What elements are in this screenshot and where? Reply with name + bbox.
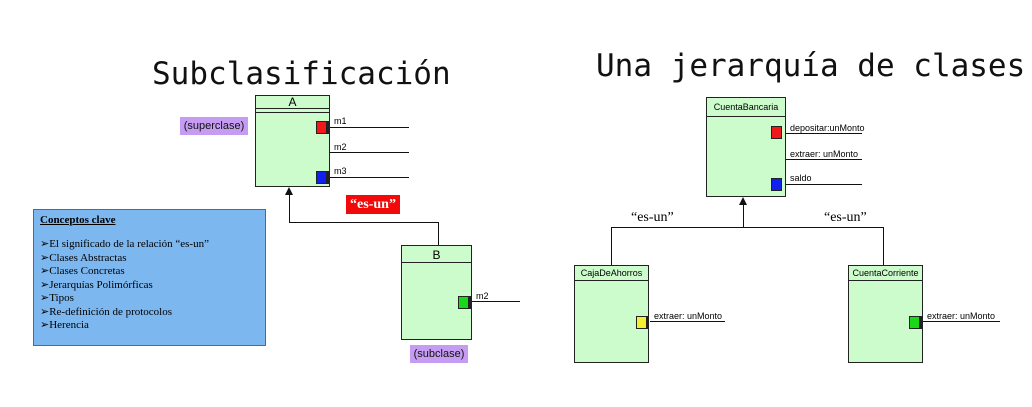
extraer-line [786,159,862,160]
cuenta-corriente-name: CuentaCorriente [849,266,922,281]
inheritance-line-horizontal [289,222,438,223]
concepts-panel: Conceptos clave ➢El significado de la re… [33,209,266,346]
hierarchy-line-right-down [883,227,884,265]
concept-item: ➢Clases Abstractas [40,251,127,264]
cuenta-corriente-box[interactable]: CuentaCorriente [848,265,923,363]
method-m2-label: m2 [334,142,347,152]
relation-right-label: “es-un” [824,210,867,225]
saldo-port-icon [771,178,782,191]
extraer-label: extraer: unMonto [790,149,859,159]
inheritance-line-vertical-b [438,222,439,245]
method-m3-port-icon [316,171,327,184]
depositar-line [786,133,862,134]
concept-item: ➢Herencia [40,319,89,331]
class-a-name: A [256,95,329,109]
class-b-box[interactable]: B [401,245,472,340]
caja-de-ahorros-name: CajaDeAhorros [575,266,648,281]
inheritance-arrowhead-icon [285,187,293,195]
class-a-box[interactable]: A [255,95,330,187]
concept-item: ➢Clases Concretas [40,265,125,277]
concept-item: ➢Jerarquías Polimórficas [40,278,153,291]
concepts-heading: Conceptos clave [40,214,116,226]
method-m3-label: m3 [334,166,347,176]
hierarchy-line-vertical [743,204,744,227]
depositar-port-icon [771,126,782,139]
caja-de-ahorros-box[interactable]: CajaDeAhorros [574,265,649,363]
right-title: Una jerarquía de clases [596,48,1026,84]
hierarchy-arrowhead-icon [739,197,747,205]
concept-item: ➢Re-definición de protocolos [40,305,173,318]
caja-extraer-line [650,321,725,322]
left-title: Subclasificación [152,56,451,92]
method-m1-line [330,127,409,128]
depositar-label: depositar:unMonto [790,123,865,133]
subclass-label: (subclase) [410,345,468,363]
hierarchy-line-horizontal [611,227,883,228]
method-m2-port-icon [458,296,469,309]
saldo-line [786,184,862,185]
superclass-label: (superclase) [180,117,248,135]
class-b-method-line [472,301,520,302]
concept-item: ➢El significado de la relación “es-un” [40,238,209,250]
cuenta-bancaria-name: CuentaBancaria [707,98,785,117]
corriente-extraer-line [923,321,1000,322]
method-m1-port-icon [316,121,327,134]
caja-extraer-port-icon [636,316,647,329]
relation-tag: “es-un” [346,195,400,214]
caja-extraer-label: extraer: unMonto [654,311,723,321]
class-a-divider [256,112,329,113]
method-m1-label: m1 [334,116,347,126]
method-m3-line [330,177,409,178]
corriente-extraer-port-icon [909,316,920,329]
relation-left-label: “es-un” [631,210,674,225]
class-b-divider [402,262,471,263]
method-m2-line [330,152,409,153]
saldo-label: saldo [790,173,812,183]
class-b-method-label: m2 [476,291,489,301]
hierarchy-line-left-down [611,227,612,265]
corriente-extraer-label: extraer: unMonto [927,311,996,321]
inheritance-line-vertical-a [289,194,290,222]
concept-item: ➢Tipos [40,292,74,304]
class-b-name: B [402,248,471,263]
